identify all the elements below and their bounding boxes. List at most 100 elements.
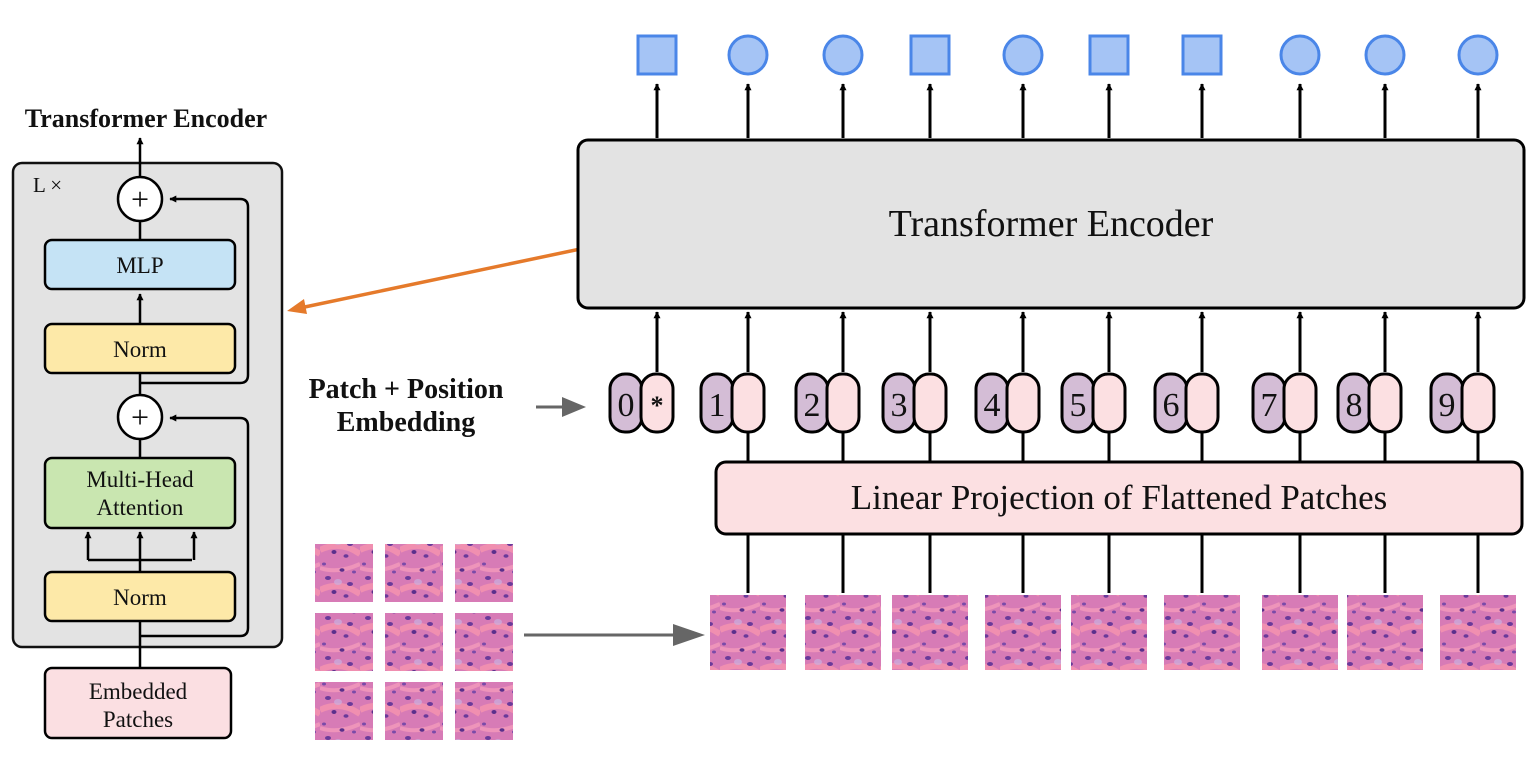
output-circle-icon [727,34,769,76]
flattened-patch-8 [1347,595,1423,670]
svg-text:Norm: Norm [113,337,167,362]
patch-embedding-pill [730,372,766,434]
svg-text:MLP: MLP [116,253,163,278]
output-sequence [636,34,1499,138]
token-4: 4 [974,311,1041,462]
token-1: 1 [699,311,766,462]
embedding-pointer-head [562,397,586,417]
residual-connection-1 [140,414,250,638]
grid-patch-4 [315,613,373,671]
embedding-label-line2: Embedding [337,407,476,438]
output-square-icon [1088,34,1130,76]
position-index: 0 [618,387,635,424]
svg-text:Patches: Patches [103,707,173,732]
output-square-6 [1181,34,1223,138]
flattened-patch-4 [985,595,1061,670]
position-index: 1 [709,387,726,424]
embedding-label-line1: Patch + Position [309,374,504,405]
norm-block-top: Norm [43,322,237,375]
multi-head-attention-block: Multi-Head Attention [43,456,237,530]
svg-text:Norm: Norm [113,585,167,610]
svg-text:Attention: Attention [97,495,184,520]
patch-embedding-pill [1460,372,1496,434]
position-index: 3 [891,387,908,424]
flattened-patch-1 [710,595,786,670]
patch-embedding-pill [1184,372,1220,434]
mlp-block: MLP [43,238,237,291]
svg-text:+: + [131,181,149,217]
output-square-0 [636,34,678,138]
flatten-arrow-head [673,624,705,646]
token-2: 2 [794,311,861,462]
flattened-patch-9 [1440,595,1516,670]
position-index: 6 [1163,387,1180,424]
flattened-patch-5 [1071,595,1147,670]
position-index: 5 [1070,387,1087,424]
flattened-patch-3 [892,595,968,670]
output-circle-4 [1002,34,1044,138]
svg-text:Embedded: Embedded [89,679,188,704]
output-square-5 [1088,34,1130,138]
grid-patch-7 [315,682,373,740]
grid-patch-8 [385,682,443,740]
token-6: 6 [1153,311,1220,462]
flattened-patch-6 [1164,595,1240,670]
svg-text:Multi-Head: Multi-Head [86,467,194,492]
class-token-pill [639,372,675,434]
patch-embedding-pill [825,372,861,434]
input-image-patch-grid [315,544,513,740]
add-node-bottom: + [116,393,164,441]
flattened-patch-sequence [710,534,1516,670]
embedded-patches-block: Embedded Patches [43,666,233,740]
output-circle-7 [1279,34,1321,138]
position-index: 2 [804,387,821,424]
zoom-in-arrowhead [287,299,307,314]
position-index: 8 [1346,387,1363,424]
class-token-symbol: * [651,391,664,420]
add-node-top: + [116,175,164,223]
grid-patch-3 [455,544,513,602]
output-square-icon [909,34,951,76]
grid-patch-2 [385,544,443,602]
patch-embedding-pill [1282,372,1318,434]
patch-embedding-pill [1091,372,1127,434]
token-7: 7 [1251,311,1318,462]
token-3: 3 [881,311,948,462]
norm-block-bottom: Norm [43,570,237,623]
position-index: 9 [1439,387,1456,424]
transformer-encoder-block: Transformer Encoder [576,138,1526,310]
output-circle-icon [1279,34,1321,76]
residual-connection-2 [140,195,250,385]
token-9: 9 [1429,311,1496,462]
token-5: 5 [1060,311,1127,462]
output-circle-icon [822,34,864,76]
output-square-icon [1181,34,1223,76]
position-index: 4 [984,387,1001,424]
svg-text:Linear Projection of Flattened: Linear Projection of Flattened Patches [851,478,1388,517]
grid-patch-5 [385,613,443,671]
zoom-in-arrow [299,238,624,310]
grid-patch-9 [455,682,513,740]
output-circle-icon [1002,34,1044,76]
flattened-patch-2 [805,595,881,670]
output-square-3 [909,34,951,138]
position-index: 7 [1261,387,1278,424]
patch-embedding-pill [912,372,948,434]
grid-patch-6 [455,613,513,671]
linear-projection-block: Linear Projection of Flattened Patches [714,460,1524,536]
token-0: 0* [608,311,675,434]
output-circle-icon [1364,34,1406,76]
grid-patch-1 [315,544,373,602]
repeat-label: L × [33,173,62,197]
output-square-icon [636,34,678,76]
left-panel-title: Transformer Encoder [25,104,267,133]
flattened-patch-7 [1262,595,1338,670]
output-circle-1 [727,34,769,138]
token-8: 8 [1336,311,1403,462]
svg-text:Transformer Encoder: Transformer Encoder [889,203,1214,245]
output-circle-2 [822,34,864,138]
output-circle-icon [1457,34,1499,76]
output-circle-9 [1457,34,1499,138]
